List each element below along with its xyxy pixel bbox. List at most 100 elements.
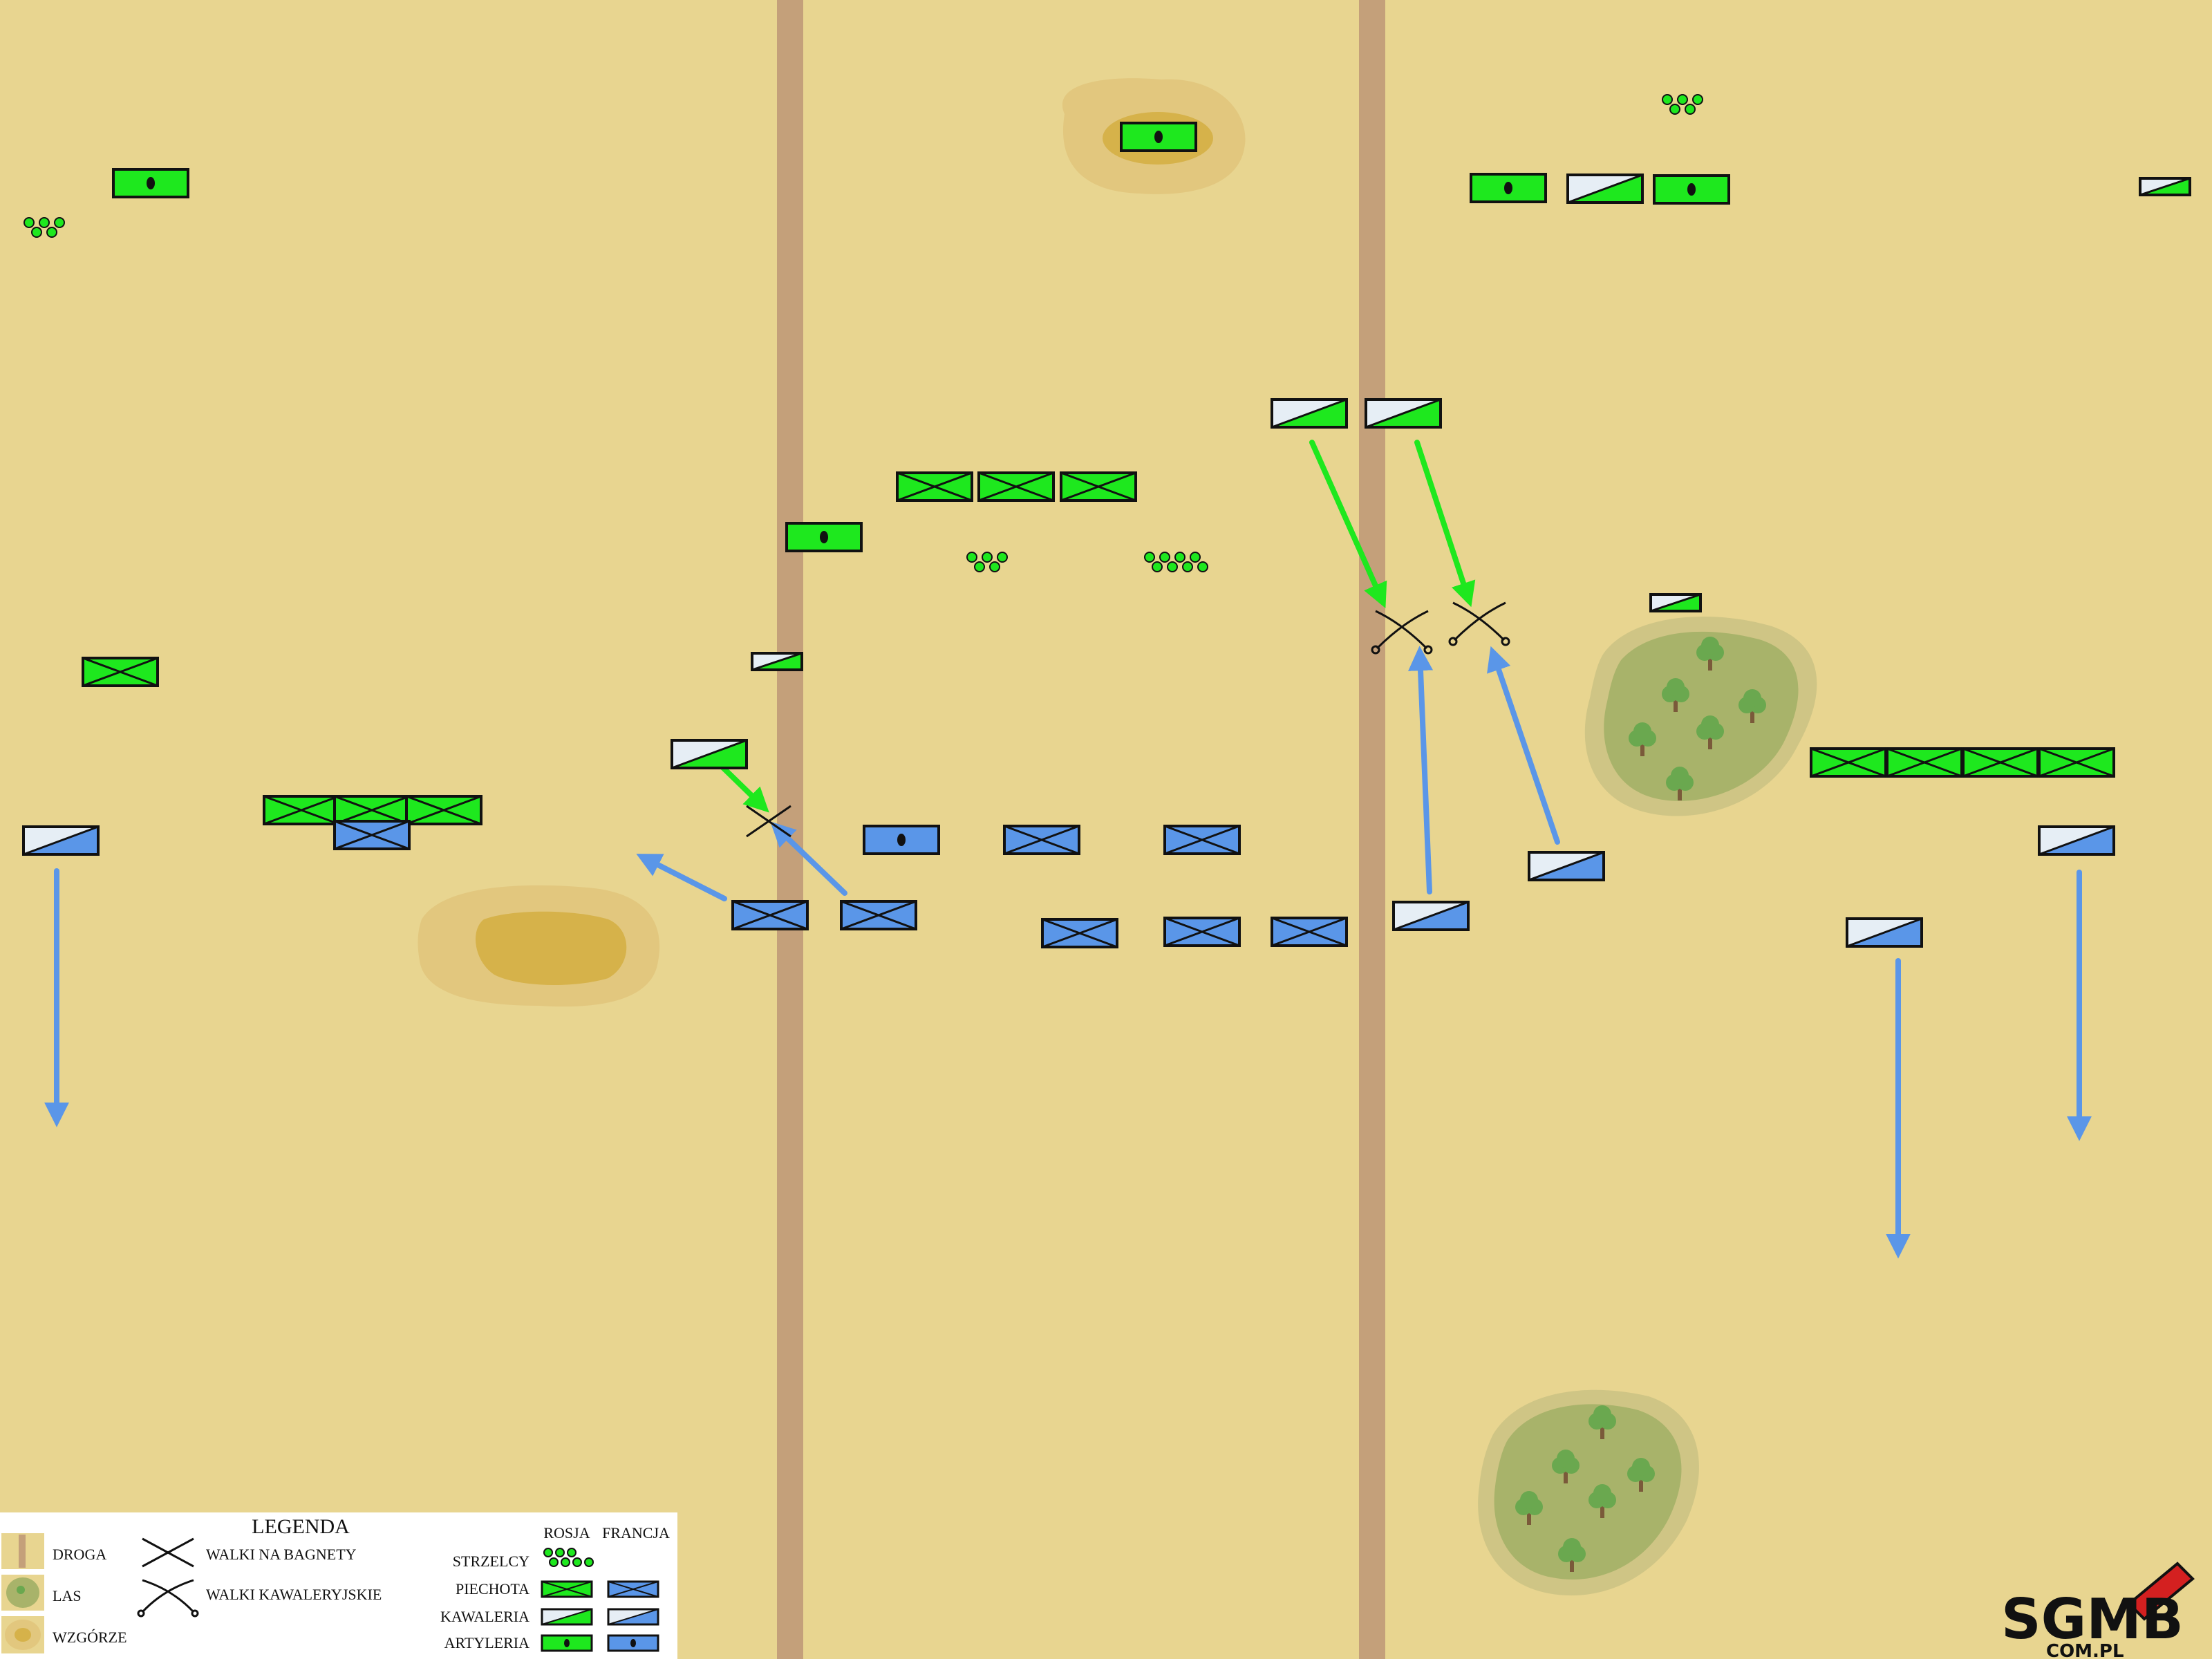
russia-infantry-unit xyxy=(1060,471,1137,502)
russia-infantry-unit xyxy=(1810,747,1887,778)
forest-south xyxy=(1478,1389,1699,1596)
france-movement-arrow xyxy=(1408,646,1434,894)
russia-cavalry-unit xyxy=(1271,398,1348,429)
hill-southwest xyxy=(418,885,660,1007)
france-infantry-unit xyxy=(1003,825,1080,855)
tree-icon xyxy=(1552,1450,1580,1483)
russia-movement-arrow xyxy=(1309,440,1387,608)
france-infantry-unit xyxy=(1163,825,1241,855)
cavalry-clash-icon xyxy=(1371,610,1433,655)
legend-cavalry-fight-label: WALKI KAWALERYJSKIE xyxy=(206,1586,382,1603)
clashes-layer xyxy=(746,601,1510,838)
france-cavalry-unit xyxy=(22,825,100,856)
russia-cavalry-unit xyxy=(671,739,748,769)
russia-infantry-unit xyxy=(2038,747,2115,778)
units-layer xyxy=(22,122,2191,948)
legend-cavalry-label: KAWALERIA xyxy=(440,1608,529,1625)
legend-artillery-label: ARTYLERIA xyxy=(444,1634,529,1651)
russia-infantry-unit xyxy=(333,795,411,825)
legend-road-label: DROGA xyxy=(53,1546,106,1563)
russia-infantry-unit xyxy=(977,471,1055,502)
legend-bayonet-label: WALKI NA BAGNETY xyxy=(206,1546,357,1563)
forest-east xyxy=(1584,617,1817,816)
legend-artillery-russia xyxy=(541,1634,593,1652)
france-infantry-unit xyxy=(1041,918,1118,948)
tree-icon xyxy=(1629,722,1656,756)
russia-cavalry-unit xyxy=(2139,177,2191,196)
tree-icon xyxy=(1696,715,1724,749)
russia-cavalry-unit xyxy=(751,652,803,671)
cavalry-clash-icon xyxy=(1448,601,1510,646)
russia-cavalry-unit xyxy=(1365,398,1442,429)
russia-infantry-unit xyxy=(405,795,482,825)
russia-infantry-unit xyxy=(1962,747,2039,778)
logo-main-text: SGMB xyxy=(2001,1587,2184,1651)
trees-layer xyxy=(1515,637,1766,1572)
france-infantry-unit xyxy=(333,820,411,850)
legend-cavalry-russia xyxy=(541,1608,593,1626)
russia-infantry-unit xyxy=(1886,747,1963,778)
russia-artillery-unit xyxy=(112,168,189,198)
skirmishers-layer xyxy=(24,94,1703,572)
arrows-layer xyxy=(44,440,2092,1259)
france-cavalry-unit xyxy=(2038,825,2115,856)
tree-icon xyxy=(1662,678,1689,712)
france-cavalry-unit xyxy=(1392,901,1470,931)
russia-skirmishers xyxy=(1144,552,1208,572)
tree-icon xyxy=(1515,1491,1543,1525)
legend-forest-tree-icon xyxy=(17,1586,25,1594)
legend-artillery-france xyxy=(607,1634,659,1652)
tree-icon xyxy=(1588,1484,1616,1518)
tree-icon xyxy=(1738,689,1766,723)
tree-icon xyxy=(1558,1538,1586,1572)
russia-skirmishers xyxy=(1662,94,1703,115)
legend-cavalry-france xyxy=(607,1608,659,1626)
france-artillery-unit xyxy=(863,825,940,855)
france-movement-arrow xyxy=(770,821,847,896)
russia-artillery-unit xyxy=(785,522,863,552)
france-movement-arrow xyxy=(636,854,727,901)
legend-hill-icon-inner xyxy=(15,1628,31,1642)
russia-infantry-unit xyxy=(896,471,973,502)
legend-skirmishers-icon xyxy=(543,1548,594,1567)
france-movement-arrow xyxy=(1487,646,1560,845)
tree-icon xyxy=(1588,1405,1616,1439)
legend-hill-label: WZGÓRZE xyxy=(53,1629,127,1646)
legend-title: LEGENDA xyxy=(252,1515,350,1538)
russia-movement-arrow xyxy=(1414,440,1476,608)
logo-sub-text: COM.PL xyxy=(2046,1641,2124,1659)
france-cavalry-unit xyxy=(1846,917,1923,948)
france-infantry-unit xyxy=(1271,917,1348,947)
tree-icon xyxy=(1666,767,1694,800)
france-infantry-unit xyxy=(731,900,809,930)
legend-forest-label: LAS xyxy=(53,1587,82,1604)
russia-cavalry-unit xyxy=(1566,174,1644,204)
russia-artillery-unit xyxy=(1653,174,1730,205)
russia-artillery-unit xyxy=(1120,122,1197,152)
legend: LEGENDA ROSJA FRANCJA DROGA LAS WZGÓRZE … xyxy=(0,1512,677,1659)
legend-infantry-russia xyxy=(541,1580,593,1598)
russia-skirmishers xyxy=(966,552,1008,572)
legend-col-russia: ROSJA xyxy=(543,1524,590,1541)
france-infantry-unit xyxy=(840,900,917,930)
legend-road-icon xyxy=(19,1535,26,1568)
legend-infantry-france xyxy=(607,1580,659,1598)
sgmb-logo: SGMB COM.PL xyxy=(2001,1562,2195,1659)
road-right xyxy=(1359,0,1385,1659)
russia-skirmishers xyxy=(24,217,65,238)
russia-artillery-unit xyxy=(1470,173,1547,203)
france-cavalry-unit xyxy=(1528,851,1605,881)
legend-infantry-label: PIECHOTA xyxy=(456,1580,529,1597)
russia-infantry-unit xyxy=(263,795,340,825)
logo-brush-icon xyxy=(2127,1562,2195,1621)
tree-icon xyxy=(1627,1458,1655,1492)
roads-layer xyxy=(777,0,1385,1659)
legend-skirmishers-label: STRZELCY xyxy=(453,1553,529,1570)
bayonet-clash-icon xyxy=(746,805,791,838)
tree-icon xyxy=(1696,637,1724,671)
russia-infantry-unit xyxy=(82,657,159,687)
legend-cavalry-fight-icon xyxy=(137,1579,199,1618)
legend-bayonet-icon xyxy=(142,1537,194,1568)
